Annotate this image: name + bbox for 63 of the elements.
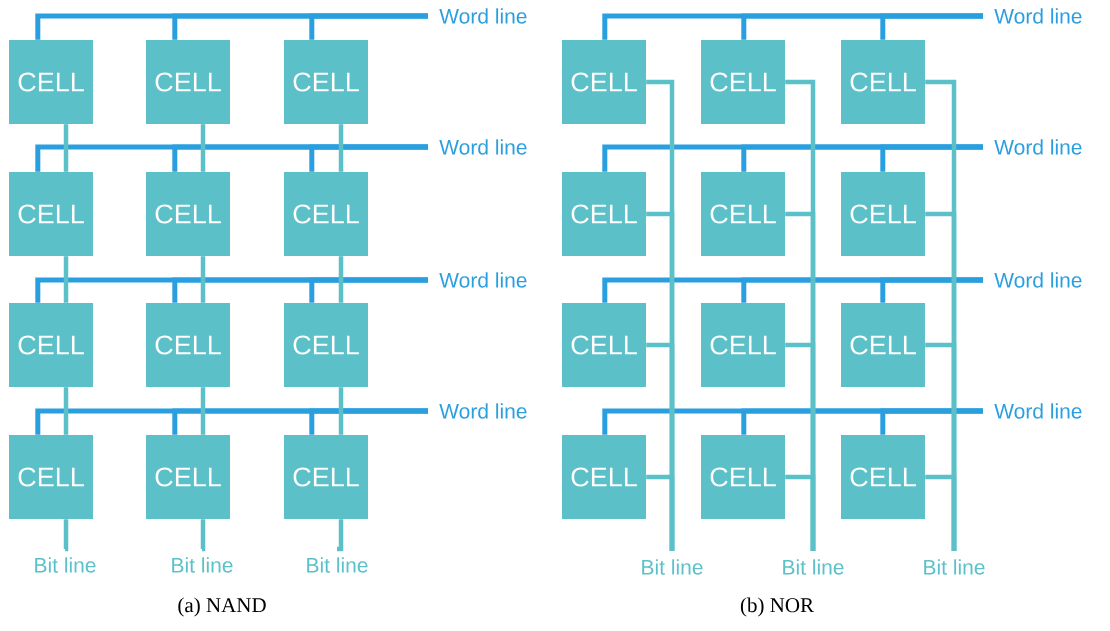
bit-line (63, 519, 69, 552)
cell-box: CELL (562, 172, 646, 256)
cell-box: CELL (841, 40, 925, 124)
cell-box: CELL (9, 40, 93, 124)
cell-box: CELL (146, 435, 230, 519)
cell-box: CELL (9, 303, 93, 387)
bit-line-label: Bit line (642, 559, 703, 575)
word-line-label: Word line (994, 403, 1082, 419)
bit-line (337, 519, 344, 552)
cell-box: CELL (284, 303, 368, 387)
cell-box: CELL (701, 303, 785, 387)
caption: (b) NOR (740, 597, 814, 617)
bit-line-label: Bit line (924, 559, 985, 575)
bit-line (63, 256, 69, 303)
cell-box: CELL (146, 40, 230, 124)
bit-line (646, 474, 675, 552)
word-line (880, 144, 983, 172)
bit-line-label: Bit line (783, 559, 844, 575)
bit-line (63, 124, 69, 172)
bit-line (338, 124, 344, 172)
bit-line (338, 387, 344, 435)
bit-line (200, 519, 206, 552)
caption: (a) NAND (178, 597, 266, 617)
cell-box: CELL (146, 303, 230, 387)
cell-box: CELL (562, 303, 646, 387)
cell-box: CELL (284, 40, 368, 124)
bit-line (200, 387, 206, 435)
bit-line (200, 124, 206, 172)
cell-box: CELL (841, 172, 925, 256)
bit-line (925, 474, 957, 552)
cell-box: CELL (841, 435, 925, 519)
bit-line-label: Bit line (307, 557, 368, 573)
word-line (309, 13, 428, 40)
word-line-label: Word line (439, 139, 527, 155)
word-line-label: Word line (994, 139, 1082, 155)
cell-box: CELL (284, 435, 368, 519)
cell-box: CELL (562, 40, 646, 124)
cell-box: CELL (9, 172, 93, 256)
cell-box: CELL (701, 40, 785, 124)
word-line (880, 408, 983, 435)
bit-line-label: Bit line (35, 557, 96, 573)
cell-box: CELL (841, 303, 925, 387)
word-line (880, 13, 983, 40)
bit-line (338, 256, 344, 303)
bit-line (200, 256, 206, 303)
word-line (880, 277, 983, 303)
bit-line-label: Bit line (172, 557, 233, 573)
cell-box: CELL (562, 435, 646, 519)
cell-box: CELL (9, 435, 93, 519)
word-line (309, 144, 428, 172)
bit-line (63, 387, 69, 435)
word-line-label: Word line (439, 403, 527, 419)
cell-box: CELL (146, 172, 230, 256)
cell-box: CELL (701, 435, 785, 519)
word-line-label: Word line (439, 272, 527, 288)
word-line (309, 277, 428, 303)
word-line (309, 408, 428, 435)
bit-line (785, 474, 816, 552)
word-line-label: Word line (994, 272, 1082, 288)
cell-box: CELL (701, 172, 785, 256)
word-line-label: Word line (439, 8, 527, 24)
cell-box: CELL (284, 172, 368, 256)
word-line-label: Word line (994, 8, 1082, 24)
